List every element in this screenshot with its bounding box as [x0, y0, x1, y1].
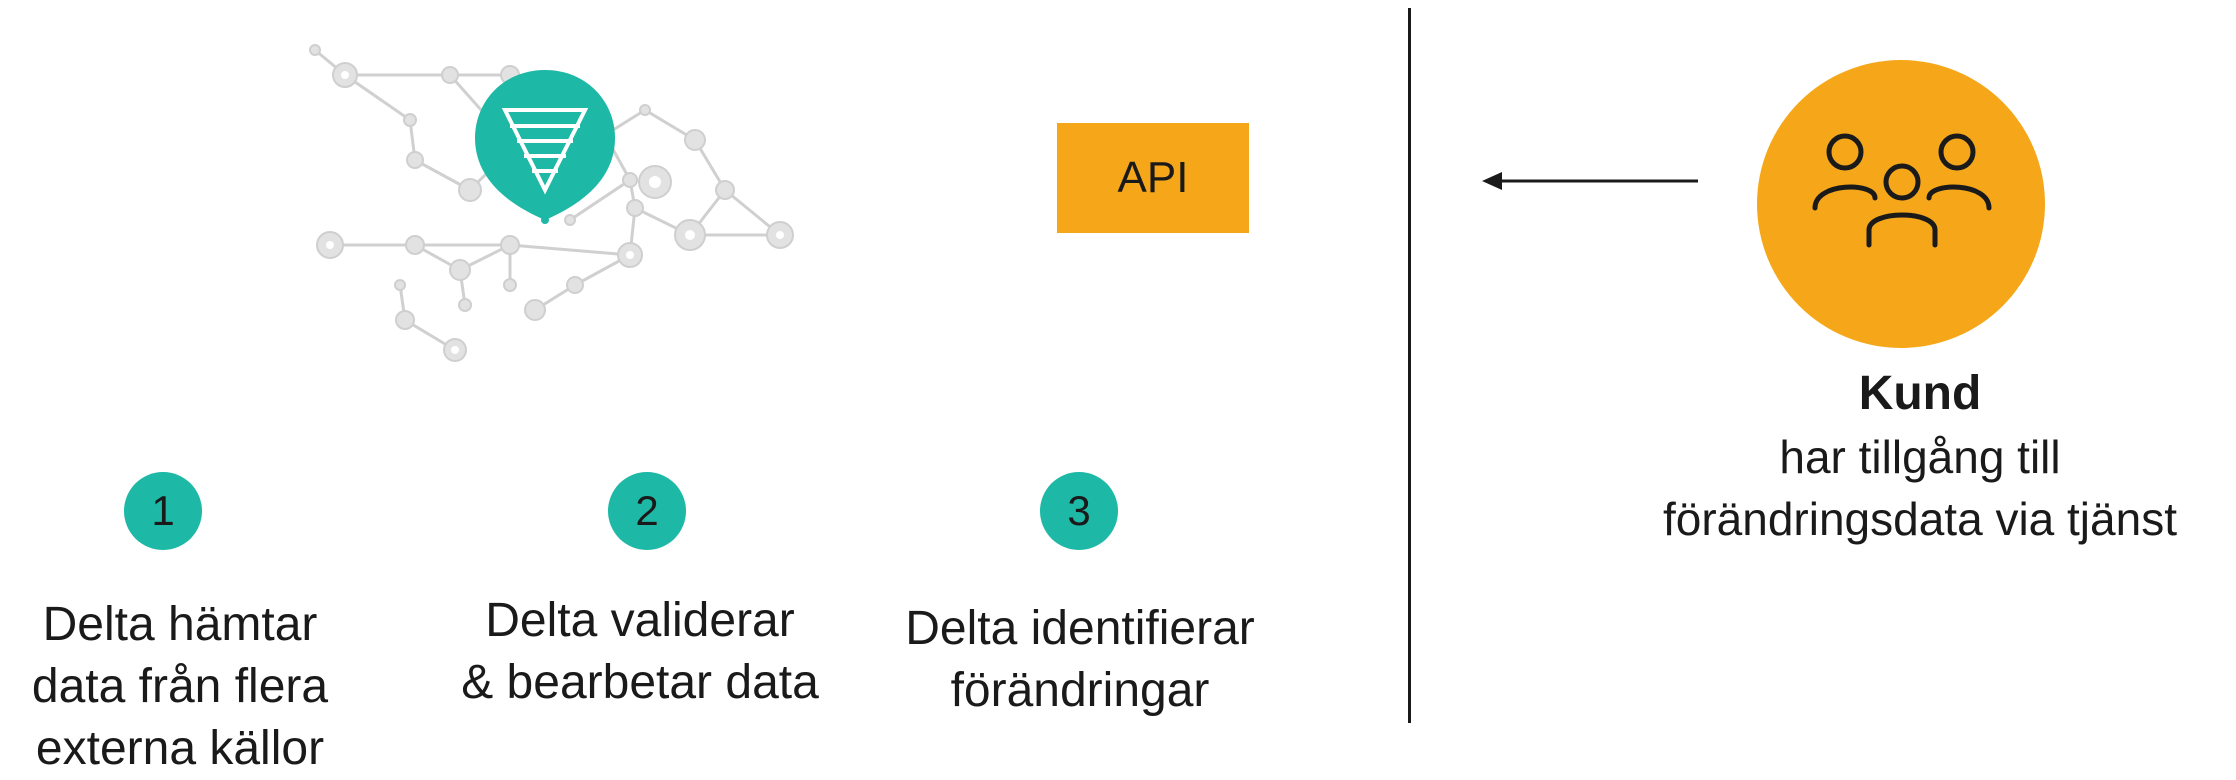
network-nodes-icon [309, 44, 794, 362]
arrow-left-icon [1482, 172, 1698, 190]
customer-description: har tillgång till förändringsdata via tj… [1580, 426, 2236, 550]
step-2-line-1: Delta validerar [485, 594, 795, 647]
step-2-text: Delta validerar & bearbetar data [420, 590, 860, 714]
api-box: API [1057, 123, 1249, 233]
step-2-badge: 2 [608, 472, 686, 550]
customer-circle [1757, 60, 2045, 348]
step-2-number: 2 [635, 487, 659, 534]
step-2-line-2: & bearbetar data [461, 656, 819, 709]
step-3-number: 3 [1067, 487, 1091, 534]
customer-line-2: förändringsdata via tjänst [1663, 493, 2177, 545]
step-1-line-2: data från flera [31, 660, 329, 713]
step-1-line-3: externa källor [35, 722, 325, 775]
step-3-badge: 3 [1040, 472, 1118, 550]
step-1-text: Delta hämtar data från flera externa käl… [0, 594, 400, 780]
customer-line-1: har tillgång till [1779, 431, 2061, 483]
step-3-line-2: förändringar [950, 664, 1210, 717]
divider [1408, 8, 1411, 723]
people-group-icon [1812, 133, 1992, 248]
step-3-text: Delta identifierar förändringar [860, 598, 1300, 722]
customer-title: Kund [1858, 367, 1982, 420]
api-label: API [1117, 153, 1189, 202]
location-pin-icon [475, 70, 615, 224]
step-1-badge: 1 [124, 472, 202, 550]
step-3-line-1: Delta identifierar [905, 602, 1255, 655]
step-1-line-1: Delta hämtar [42, 598, 318, 651]
step-1-number: 1 [151, 487, 175, 534]
